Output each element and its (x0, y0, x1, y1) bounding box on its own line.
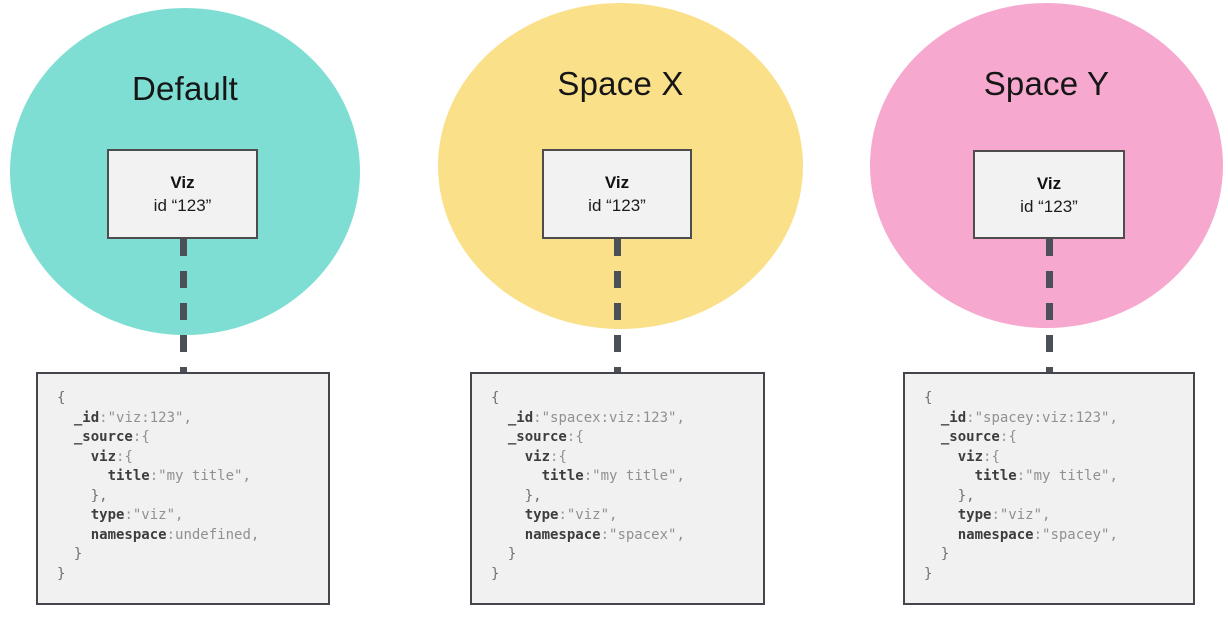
code-block: { _id:"spacey:viz:123", _source:{ viz:{ … (924, 390, 1118, 582)
saved-object-card: { _id:"spacey:viz:123", _source:{ viz:{ … (903, 372, 1195, 605)
viz-node: Viz id “123” (973, 150, 1125, 239)
saved-object-card: { _id:"viz:123", _source:{ viz:{ title:"… (36, 372, 330, 605)
space-title: Space X (557, 65, 684, 102)
viz-node-id: id “123” (588, 196, 646, 215)
space-title: Space Y (983, 65, 1110, 102)
viz-node-id: id “123” (1020, 196, 1078, 216)
dashed-connector (180, 239, 187, 372)
viz-node-title: Viz (604, 173, 630, 192)
viz-node: Viz id “123” (542, 149, 692, 239)
space-title: Default (132, 70, 238, 107)
viz-node: Viz id “123” (107, 149, 258, 239)
viz-node-title: Viz (1036, 173, 1062, 193)
viz-node-title: Viz (170, 173, 195, 192)
dashed-connector (1046, 239, 1053, 372)
code-block: { _id:"spacex:viz:123", _source:{ viz:{ … (491, 390, 685, 582)
viz-node-id: id “123” (153, 196, 212, 215)
dashed-connector (614, 239, 621, 372)
saved-object-card: { _id:"spacex:viz:123", _source:{ viz:{ … (470, 372, 765, 605)
code-block: { _id:"viz:123", _source:{ viz:{ title:"… (57, 390, 260, 582)
